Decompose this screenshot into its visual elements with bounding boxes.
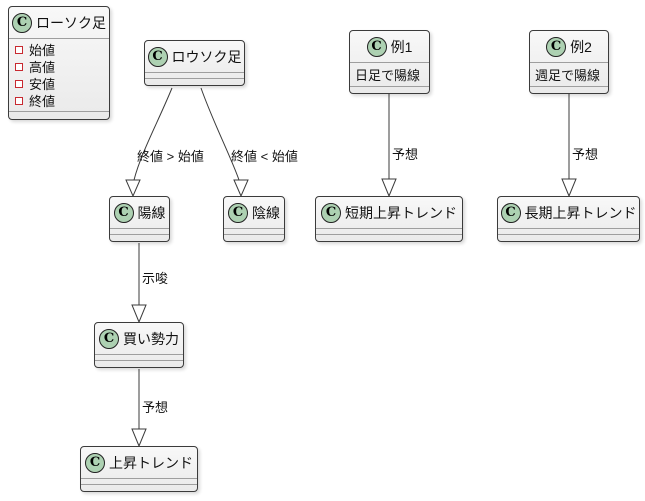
methods-compartment [350,86,429,93]
fields-compartment [95,354,183,360]
edge-label: 終値 > 始値 [137,149,204,164]
class-name: 陰線 [252,204,280,221]
class-rosoku-ashi: C ローソク足 始値 高値 安値 終値 [8,6,110,120]
field-label: 始値 [29,43,56,58]
class-header: C 例1 [350,31,429,62]
methods-compartment [110,234,169,241]
field-label: 高値 [29,60,56,75]
fields-compartment [498,228,639,234]
class-rei1: C 例1 日足で陽線 [349,30,430,94]
field-label: 日足で陽線 [355,68,421,83]
field-row: 終値 [9,92,109,109]
fields-compartment: 週足で陽線 [530,62,608,86]
class-type-icon: C [113,202,134,223]
fields-compartment: 日足で陽線 [350,62,429,86]
class-header: C 上昇トレンド [81,447,197,478]
class-type-icon: C [99,328,119,349]
class-type-icon: C [366,36,387,57]
class-chouki-joushou-trend: C 長期上昇トレンド [497,196,640,242]
class-type-icon: C [500,202,521,223]
class-rei2: C 例2 週足で陽線 [529,30,609,94]
edge-rousoku-to-insen [200,87,240,181]
fields-compartment: 始値 高値 安値 終値 [9,38,109,111]
hollow-triangle-arrow-icon [233,179,249,198]
fields-compartment [316,228,462,234]
class-type-icon: C [12,12,32,33]
methods-compartment [81,484,197,491]
edge-label: 予想 [572,147,599,162]
field-label: 終値 [29,94,56,109]
hollow-triangle-arrow-icon [131,304,147,324]
class-name: 上昇トレンド [109,454,193,471]
edge-label: 予想 [392,147,419,162]
class-insen: C 陰線 [223,196,285,242]
class-tanki-joushou-trend: C 短期上昇トレンド [315,196,463,242]
fields-compartment [145,72,244,78]
hollow-triangle-arrow-icon [125,179,141,198]
hollow-triangle-arrow-icon [131,428,147,448]
class-header: C ローソク足 [9,7,109,38]
fields-compartment [110,228,169,234]
methods-compartment [316,234,462,241]
field-row: 安値 [9,75,109,92]
private-field-icon [15,79,23,88]
class-header: C ロウソク足 [145,41,244,72]
class-name: 短期上昇トレンド [345,204,457,221]
private-field-icon [15,45,23,54]
private-field-icon [15,96,23,105]
fields-compartment [81,478,197,484]
class-kai-seiryoku: C 買い勢力 [94,322,184,368]
class-type-icon: C [321,202,341,223]
field-row: 始値 [9,41,109,58]
methods-compartment [498,234,639,241]
field-label: 安値 [29,77,56,92]
class-header: C 例2 [530,31,608,62]
class-type-icon: C [546,36,567,57]
methods-compartment [95,360,183,367]
edge-label: 予想 [142,400,169,415]
edge-label: 終値 < 始値 [231,149,298,164]
edge-label: 示唆 [142,271,169,286]
class-type-icon: C [228,202,248,223]
class-name: 長期上昇トレンド [524,204,637,221]
class-header: C 短期上昇トレンド [316,197,462,228]
methods-compartment [224,234,284,241]
class-type-icon: C [147,46,168,67]
class-name: 陽線 [137,204,166,221]
field-label: 週足で陽線 [535,68,601,83]
edge-rousoku-to-yousen [133,87,173,181]
hollow-triangle-arrow-icon [561,178,577,198]
class-name: 例2 [570,38,592,55]
class-name: ローソク足 [36,14,106,31]
methods-compartment [530,86,608,93]
class-name: 例1 [390,38,413,55]
class-header: C 陽線 [110,197,169,228]
class-name: 買い勢力 [123,330,179,347]
private-field-icon [15,62,23,71]
class-name: ロウソク足 [171,48,242,65]
class-header: C 長期上昇トレンド [498,197,639,228]
field-row: 高値 [9,58,109,75]
class-type-icon: C [85,452,105,473]
fields-compartment [224,228,284,234]
methods-compartment [9,111,109,119]
class-header: C 買い勢力 [95,323,183,354]
methods-compartment [145,78,244,85]
class-header: C 陰線 [224,197,284,228]
hollow-triangle-arrow-icon [381,178,397,198]
class-joushou-trend: C 上昇トレンド [80,446,198,492]
class-yousen: C 陽線 [109,196,170,242]
class-rousoku-ashi: C ロウソク足 [144,40,245,86]
